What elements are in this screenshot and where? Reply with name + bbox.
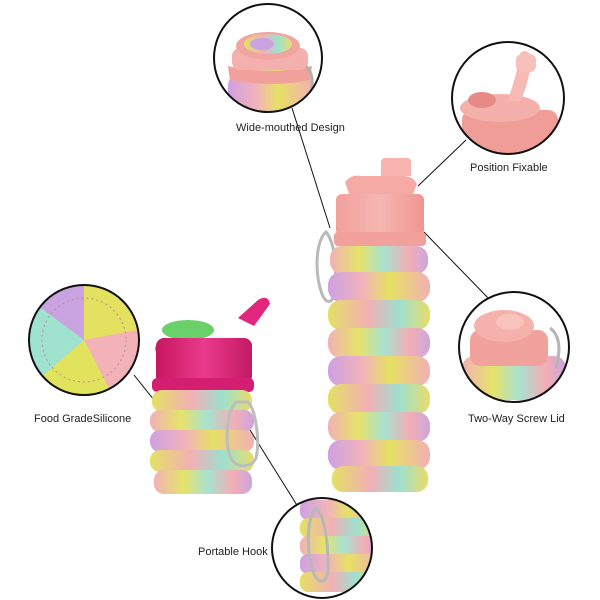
caption-position-fixable: Position Fixable (470, 162, 548, 174)
short-bottle (150, 297, 270, 494)
caption-portable-hook: Portable Hook (198, 546, 268, 558)
caption-wide-mouthed: Wide-mouthed Design (236, 122, 345, 134)
detail-two-way-screw-lid (458, 291, 570, 403)
caption-two-way-screw-lid: Two-Way Screw Lid (468, 413, 565, 425)
detail-portable-hook (271, 497, 373, 599)
detail-wide-mouthed (213, 3, 323, 113)
tall-bottle (315, 158, 430, 492)
detail-position-fixable (451, 41, 565, 155)
detail-food-grade (28, 284, 140, 396)
caption-food-grade: Food GradeSilicone (34, 413, 132, 425)
